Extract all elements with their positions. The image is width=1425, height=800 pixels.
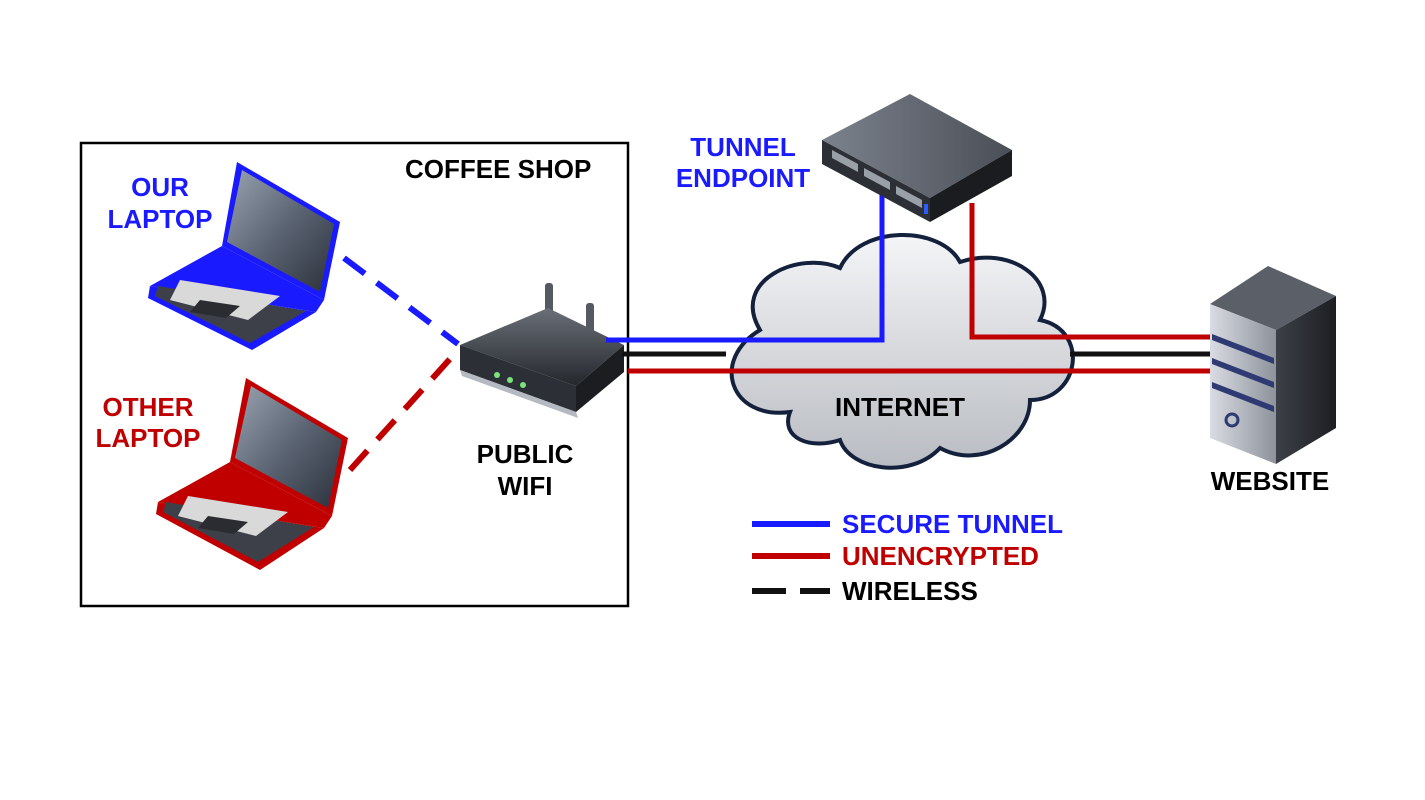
tower-server-icon <box>1210 266 1336 464</box>
our-laptop-label-line2: LAPTOP <box>108 204 213 234</box>
cloud-icon <box>729 233 1075 470</box>
rack-server-icon <box>822 94 1012 222</box>
secure-tunnel-link <box>606 195 885 343</box>
unencrypted-link-endpoint-website <box>969 203 1210 340</box>
other-laptop-label-line1: OTHER <box>103 392 194 422</box>
coffee-shop-boundary <box>79 141 630 608</box>
internet-label: INTERNET <box>835 392 965 422</box>
our-laptop-label-line1: OUR <box>131 172 189 202</box>
legend-secure-label: SECURE TUNNEL <box>842 509 1063 539</box>
other-laptop-label-line2: LAPTOP <box>96 423 201 453</box>
tunnel-endpoint-label-line2: ENDPOINT <box>676 163 810 193</box>
website-label: WEBSITE <box>1211 466 1329 496</box>
coffee-shop-label: COFFEE SHOP <box>405 154 591 184</box>
public-wifi-label-line2: WIFI <box>498 471 553 501</box>
our-laptop-icon <box>148 162 340 350</box>
other-laptop-wireless-link <box>347 347 461 473</box>
tunnel-endpoint-label-line1: TUNNEL <box>690 132 796 162</box>
wifi-router-icon <box>460 283 624 418</box>
legend-unencrypted-label: UNENCRYPTED <box>842 541 1039 571</box>
legend: SECURE TUNNEL UNENCRYPTED WIRELESS <box>752 509 1063 606</box>
our-laptop-wireless-link <box>342 255 460 347</box>
legend-wireless-label: WIRELESS <box>842 576 978 606</box>
other-laptop-icon <box>156 378 348 570</box>
public-wifi-label-line1: PUBLIC <box>477 439 574 469</box>
